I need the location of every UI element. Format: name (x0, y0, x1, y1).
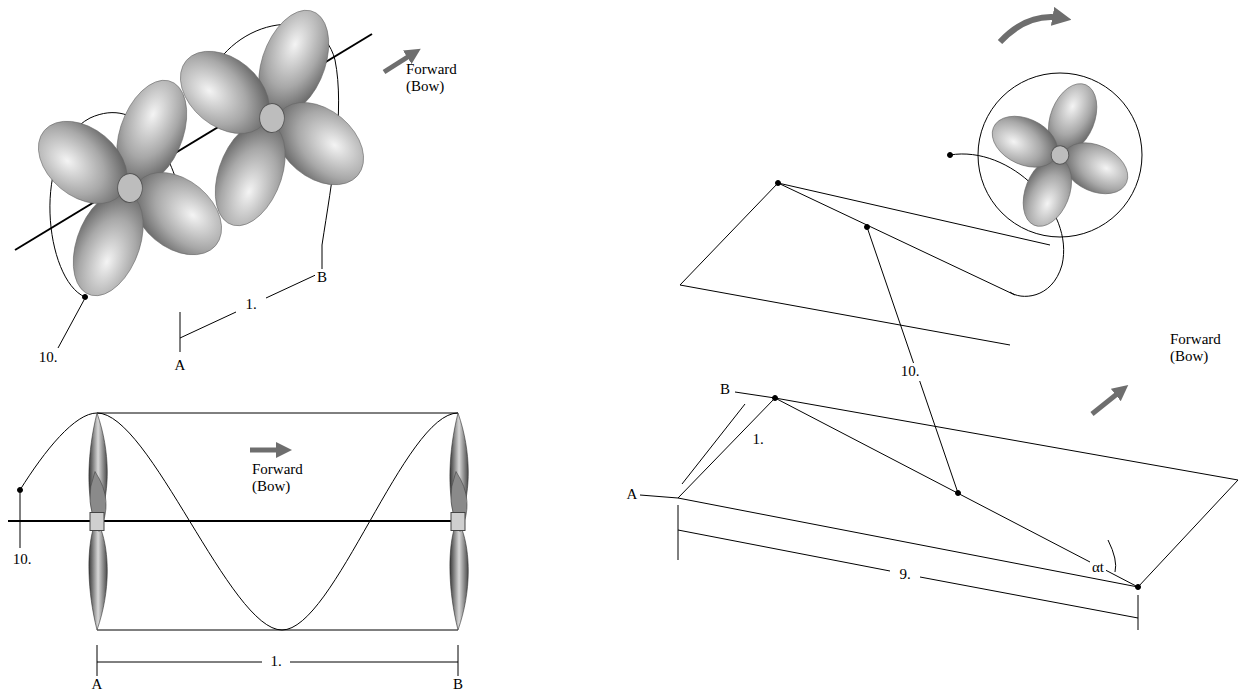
callout-label: Forward (Bow) (250, 461, 318, 496)
point-dot (773, 396, 778, 401)
callout-label: αt (1090, 559, 1106, 576)
propeller-hub (451, 513, 465, 531)
forward-arrow (1092, 390, 1122, 414)
propeller-blade (168, 34, 281, 150)
callout-label: B (451, 676, 465, 693)
callout-label: Forward (Bow) (404, 61, 472, 96)
callout-label: 1. (268, 653, 283, 670)
propeller (150, 0, 393, 261)
propeller-blade (451, 472, 467, 532)
dimension-line (682, 404, 745, 484)
illustration-part (8, 17, 1238, 676)
callout-label: B (718, 381, 732, 398)
callout-label: 9. (897, 566, 912, 583)
dimension-line (97, 662, 262, 663)
callout-label: 1. (750, 431, 765, 448)
dimension-line (735, 392, 775, 398)
point-dot (776, 181, 781, 186)
propeller-blade (450, 413, 468, 630)
propeller-blade (90, 472, 106, 532)
leader-line (20, 493, 21, 548)
propeller-hub (1050, 145, 1069, 165)
point-dot (1136, 585, 1141, 590)
forward-arrow (250, 448, 284, 453)
callout-label: Forward (Bow) (1168, 331, 1236, 366)
point-dot (18, 488, 23, 493)
dimension-tick (678, 505, 679, 560)
helix-curve (20, 413, 458, 630)
dimension-tick (180, 312, 181, 352)
propeller-hub (258, 101, 287, 135)
shaft-line (8, 520, 458, 522)
callout-label: A (90, 676, 105, 693)
dimension-line (266, 272, 322, 298)
plane-outline (680, 183, 1050, 285)
point-dot (83, 295, 88, 300)
propeller-blade (985, 106, 1065, 177)
propeller-blade (26, 104, 139, 220)
propeller (89, 413, 107, 630)
propeller-hub (90, 513, 104, 531)
cylinder-line (97, 413, 458, 414)
dimension-line (678, 530, 890, 571)
point-dot (948, 153, 953, 158)
dimension-tick (458, 645, 459, 676)
dimension-line (180, 312, 236, 338)
callout-label: A (625, 486, 640, 503)
dimension-tick (97, 645, 98, 676)
callout-label: 10. (899, 363, 922, 380)
propeller-disc (978, 73, 1142, 237)
propeller-blade (89, 413, 107, 630)
propeller-hub (116, 171, 145, 205)
leader-line (867, 227, 958, 493)
callout-label: A (173, 357, 188, 374)
illustration-part (8, 0, 1141, 630)
dimension-line (640, 495, 678, 498)
pitch-line (775, 398, 1138, 587)
dimension-line (920, 577, 1138, 618)
propeller (450, 413, 468, 630)
dimension-tick (1138, 595, 1139, 630)
dimension-line (290, 662, 458, 663)
plane-outline (680, 285, 1010, 345)
pitch-line (778, 183, 1015, 295)
propeller (978, 69, 1141, 241)
callout-label: 10. (11, 551, 34, 568)
angle-arc (1108, 540, 1116, 572)
callout-label: 10. (37, 349, 60, 366)
callout-label: B (315, 269, 329, 286)
callout-label: 1. (243, 296, 258, 313)
rotation-arrow (1000, 17, 1062, 42)
leader-line (58, 300, 84, 348)
